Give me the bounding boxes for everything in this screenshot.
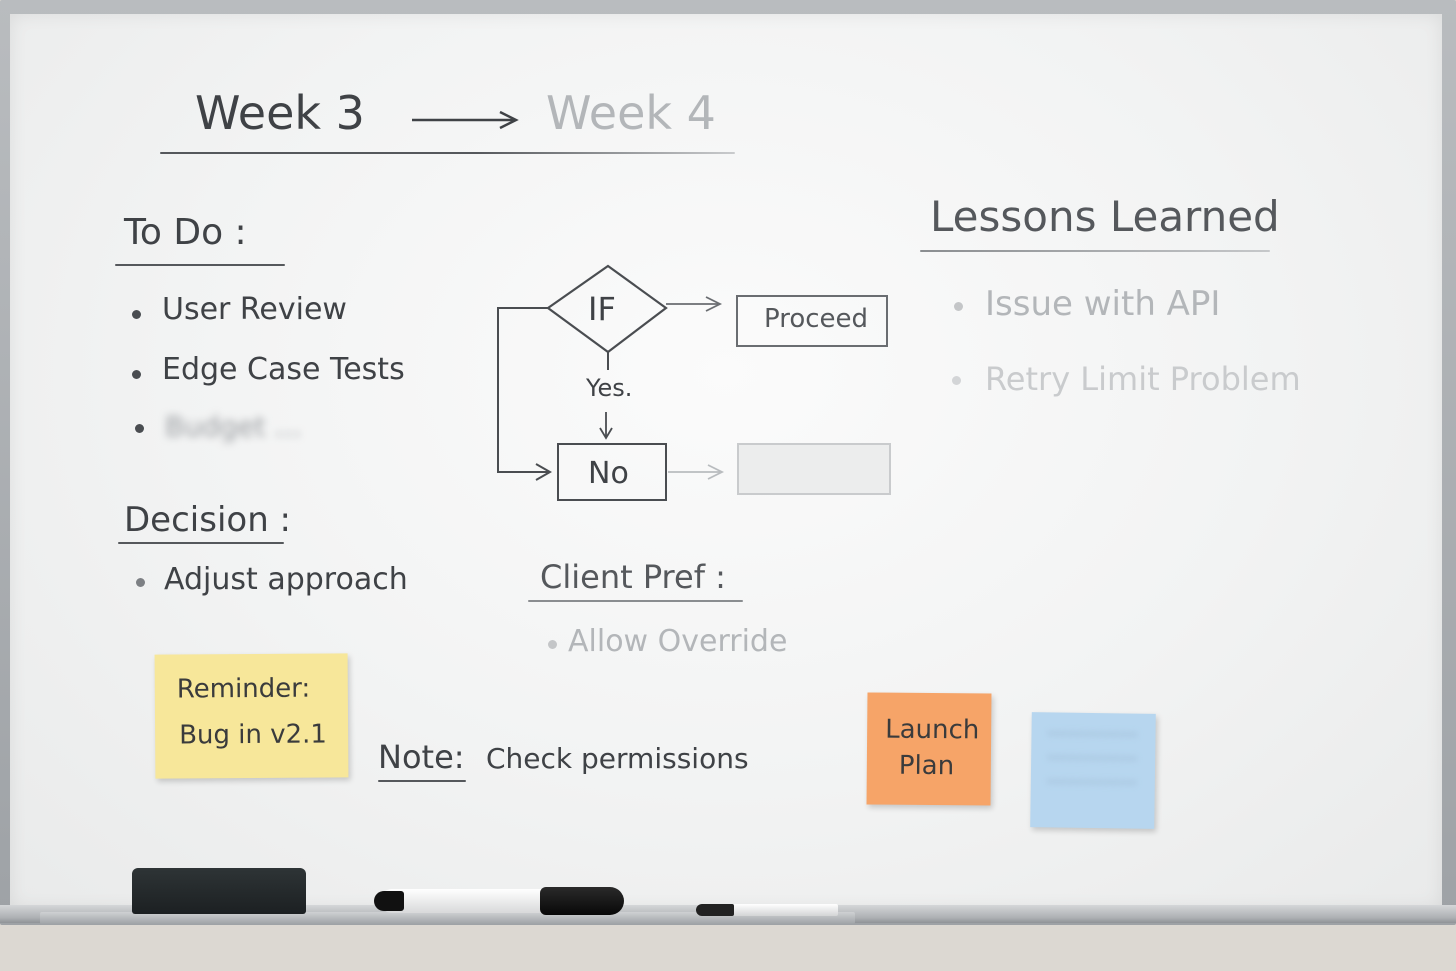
week-current-heading: Week 3 bbox=[195, 86, 365, 140]
arrow-right-icon bbox=[412, 110, 519, 130]
sticky-blue-scribble bbox=[1046, 730, 1138, 802]
flowchart-loop-line bbox=[497, 307, 548, 473]
sticky-yellow-line2: Bug in v2.1 bbox=[179, 719, 328, 751]
sticky-note-yellow[interactable]: Reminder: Bug in v2.1 bbox=[154, 653, 349, 779]
todo-bullet bbox=[132, 310, 141, 319]
todo-underline bbox=[115, 264, 285, 266]
todo-item-blurred: Budget ... bbox=[165, 410, 302, 443]
lessons-bullet bbox=[954, 302, 963, 311]
sticky-orange-line2: Plan bbox=[898, 750, 955, 782]
eraser-icon[interactable] bbox=[132, 868, 306, 914]
flowchart-blank-box bbox=[737, 443, 891, 495]
todo-item: User Review bbox=[162, 292, 347, 327]
note-text: Check permissions bbox=[486, 742, 749, 775]
client-pref-item: Allow Override bbox=[568, 624, 788, 659]
flowchart bbox=[497, 264, 891, 501]
marker-tip bbox=[374, 891, 404, 911]
decision-bullet bbox=[136, 578, 145, 587]
note-label-text: Note bbox=[378, 738, 454, 776]
client-pref-bullet bbox=[548, 640, 557, 649]
flowchart-proceed-label: Proceed bbox=[764, 304, 869, 334]
todo-title: To Do : bbox=[124, 212, 247, 253]
decision-underline bbox=[118, 542, 284, 544]
sticky-note-blue[interactable] bbox=[1030, 712, 1156, 829]
sticky-yellow-line1: Reminder: bbox=[176, 673, 311, 705]
lessons-item: Retry Limit Problem bbox=[985, 360, 1301, 398]
todo-bullet bbox=[135, 424, 144, 433]
client-pref-title: Client Pref : bbox=[540, 558, 726, 596]
flowchart-yes-label: Yes. bbox=[586, 374, 633, 402]
lessons-bullet bbox=[952, 376, 961, 385]
lessons-title: Lessons Learned bbox=[930, 192, 1280, 241]
sticky-note-orange[interactable]: Launch Plan bbox=[866, 692, 992, 806]
decision-title: Decision : bbox=[124, 500, 292, 540]
flowchart-no-label: No bbox=[588, 456, 629, 491]
decision-item: Adjust approach bbox=[164, 562, 408, 597]
header-underline bbox=[160, 152, 735, 154]
client-pref-underline bbox=[528, 600, 743, 602]
week-next-heading: Week 4 bbox=[546, 86, 716, 140]
marker-tray-lip bbox=[40, 912, 855, 924]
flowchart-decision-label: IF bbox=[588, 290, 616, 328]
lessons-underline bbox=[920, 250, 1270, 252]
sticky-orange-line1: Launch bbox=[885, 714, 980, 746]
flowchart-proceed-box bbox=[736, 295, 888, 347]
marker-cap bbox=[540, 887, 624, 915]
lessons-item: Issue with API bbox=[985, 284, 1221, 324]
todo-bullet bbox=[132, 370, 141, 379]
todo-item: Edge Case Tests bbox=[162, 352, 405, 387]
note-underline bbox=[378, 780, 466, 782]
note-label: Note: bbox=[378, 738, 465, 776]
flowchart-no-box bbox=[557, 443, 667, 501]
pen-cap bbox=[696, 904, 734, 916]
